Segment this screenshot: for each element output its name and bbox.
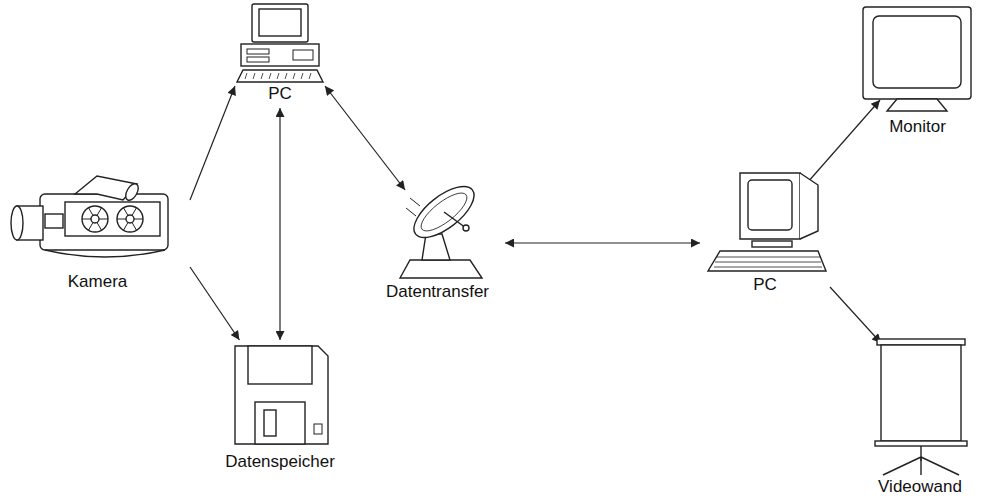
device-node: Kamera [5,172,190,296]
device-node: Datenspeicher [210,340,350,476]
device-label: PC [266,84,294,104]
device-icon [5,172,190,272]
device-node: Videowand [855,335,985,501]
data-arrow [190,86,235,200]
device-node: PC [235,2,325,108]
data-arrow [830,287,881,343]
device-node: Datentransfer [370,178,505,306]
device-label: Datentransfer [384,282,491,302]
device-icon [235,2,325,84]
data-arrow [325,86,405,190]
data-arrow [279,108,280,340]
device-icon [210,340,350,452]
data-arrow [190,267,239,340]
device-icon [370,178,505,282]
device-label: PC [751,275,779,295]
device-icon [855,335,985,477]
device-node: PC [700,165,830,299]
device-icon [700,165,830,275]
device-label: Monitor [887,117,948,137]
data-arrow [505,242,700,243]
device-label: Videowand [876,477,964,497]
device-label: Datenspeicher [223,452,337,472]
device-icon [855,5,980,117]
device-label: Kamera [66,272,130,292]
device-node: Monitor [855,5,980,141]
data-arrow [805,100,880,185]
